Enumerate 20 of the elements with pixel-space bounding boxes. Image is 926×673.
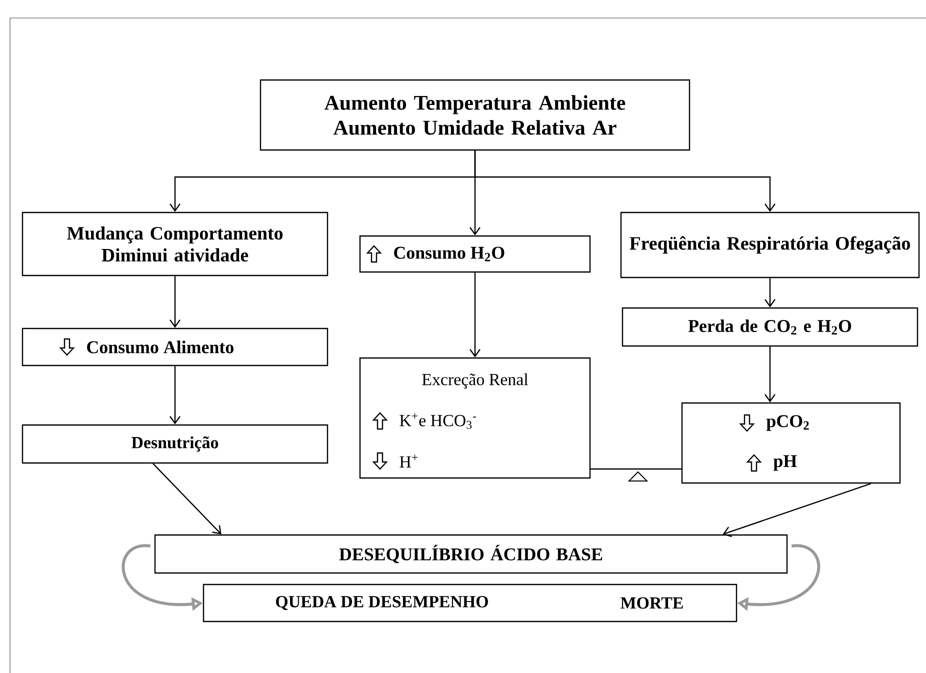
- arrow: [764, 346, 776, 402]
- banner-box: DESEQUILÍBRIO ÁCIDO BASE: [154, 534, 788, 574]
- arrow: [470, 272, 480, 358]
- arrow: [170, 366, 180, 424]
- arrow: [722, 483, 872, 538]
- arrow: [170, 276, 180, 328]
- arrow: [764, 278, 776, 308]
- renal-box: Excreção Renal K$^{+}$e HCO$_{3}$- H$^{+}$: [359, 357, 591, 479]
- arrow: [152, 463, 222, 534]
- outcome-box: QUEDA DE DESEMPENHO MORTE: [202, 584, 738, 622]
- connector-line: [590, 468, 682, 470]
- process-box: Desnutrição: [22, 424, 328, 464]
- process-box: Aumento Temperatura Ambiente Aumento Umidade Relativa Ar: [260, 79, 690, 151]
- process-box: Mudança Comportamento Diminui atividade: [22, 212, 328, 276]
- arrow: [474, 150, 776, 212]
- result-box: pCO$_{2}$ pH: [681, 402, 901, 484]
- process-box: Consumo H$_{2}$O: [359, 235, 591, 273]
- process-box: Perda de CO$_{2}$ e H$_{2}$O: [622, 307, 918, 347]
- process-box: Freqüência Respiratória Ofegação: [620, 212, 920, 278]
- process-box: Consumo Alimento: [22, 328, 328, 366]
